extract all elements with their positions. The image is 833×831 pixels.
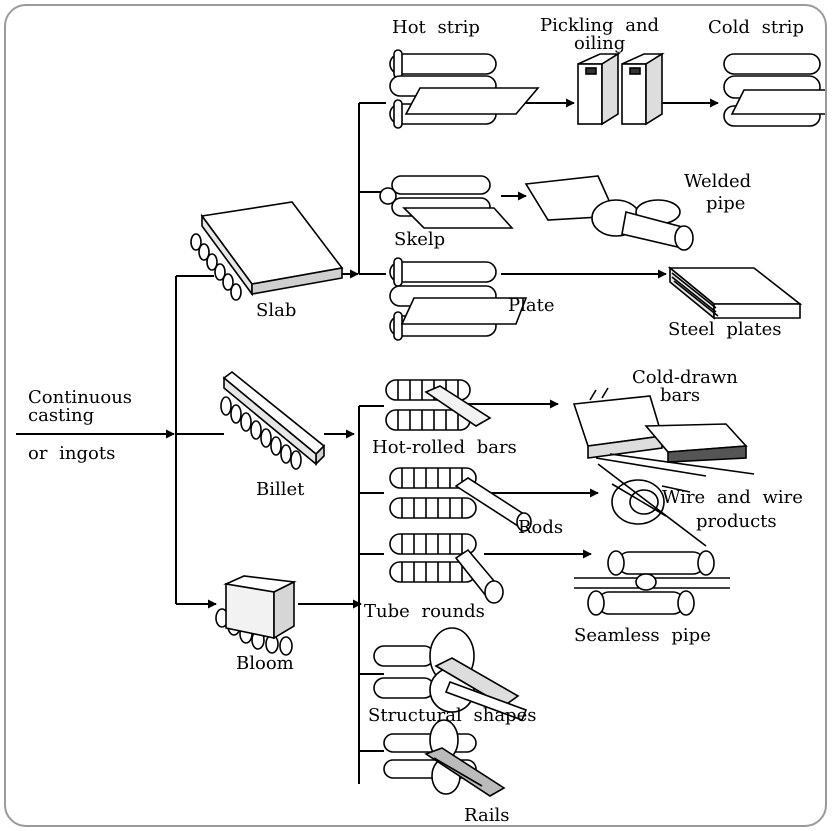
billet-illustration — [221, 372, 324, 469]
rods-label: Rods — [518, 518, 563, 538]
hot-strip-label: Hot strip — [392, 18, 480, 38]
welded-pipe-illustration — [526, 176, 693, 250]
steel-process-diagram — [6, 6, 827, 827]
tube-rounds-label: Tube rounds — [364, 602, 485, 622]
seamless-pipe-label: Seamless pipe — [574, 626, 711, 646]
seamless-pipe-illustration — [574, 551, 730, 615]
input-label-line3: or ingots — [28, 444, 115, 464]
welded-pipe-label-line2: pipe — [706, 194, 745, 214]
rails-mill — [384, 720, 504, 796]
tube-rounds-mill — [390, 534, 503, 603]
steel-plates-stack — [670, 268, 800, 318]
rails-label: Rails — [464, 806, 509, 826]
slab-illustration — [191, 202, 342, 300]
skelp-mill — [380, 176, 512, 228]
diagram-frame: Continuous casting or ingots Slab Billet… — [4, 4, 827, 827]
cold-strip-label: Cold strip — [708, 18, 804, 38]
cold-strip-mill — [724, 54, 827, 126]
wire-label-line2: products — [696, 512, 777, 532]
cold-drawn-label-line2: bars — [660, 386, 700, 406]
pickling-label-line2: oiling — [574, 34, 625, 54]
steel-plates-label: Steel plates — [668, 320, 781, 340]
plate-mill — [390, 258, 526, 340]
input-label-line2: casting — [28, 406, 94, 426]
bloom-illustration — [216, 576, 294, 655]
wire-label-line1: Wire and wire — [662, 488, 803, 508]
slab-label: Slab — [256, 301, 296, 321]
rod-mill — [390, 468, 531, 531]
plate-label: Plate — [508, 296, 555, 316]
hot-rolled-bars-label: Hot-rolled bars — [372, 438, 517, 458]
bloom-label: Bloom — [236, 654, 294, 674]
skelp-label: Skelp — [394, 230, 445, 250]
pickling-tanks — [578, 54, 662, 124]
billet-label: Billet — [256, 480, 304, 500]
structural-shapes-label: Structural shapes — [368, 706, 536, 726]
hot-strip-mill — [390, 50, 538, 128]
welded-pipe-label-line1: Welded — [684, 172, 751, 192]
